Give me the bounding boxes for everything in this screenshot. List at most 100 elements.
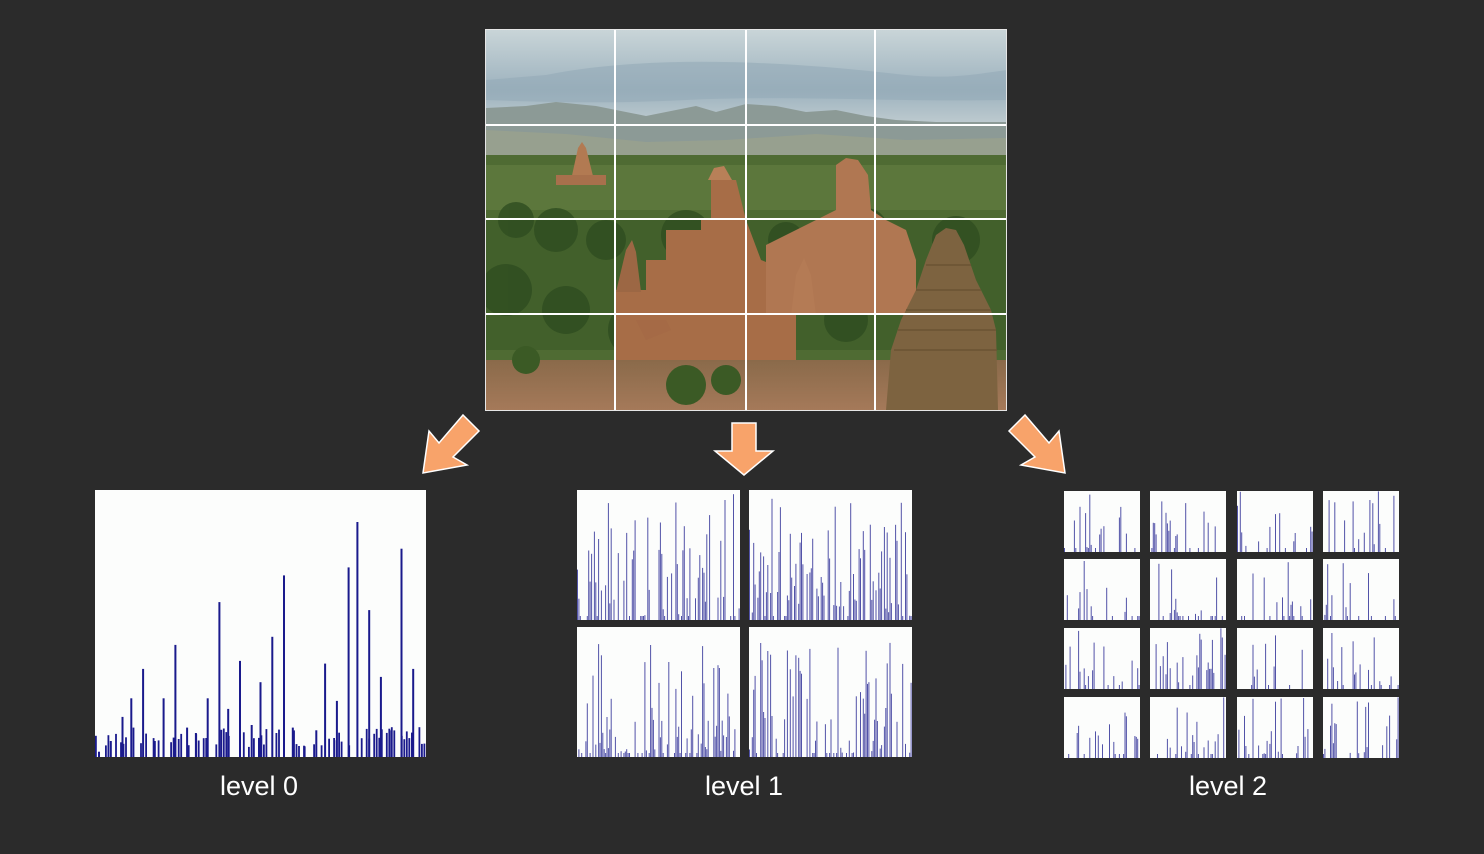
histogram-bar <box>896 721 898 757</box>
histogram-bar <box>733 494 734 620</box>
histogram-bar <box>1363 752 1365 758</box>
grid-line-horizontal <box>486 124 1006 126</box>
grid-line-vertical <box>874 30 876 410</box>
histogram-bar <box>890 693 892 757</box>
histogram-bar <box>1328 500 1330 552</box>
histogram-bar <box>661 553 663 620</box>
level2-histogram <box>1323 491 1399 552</box>
histogram-bar <box>876 721 878 757</box>
histogram-bar <box>647 517 649 620</box>
histogram-bar <box>778 552 780 620</box>
histogram-bar <box>197 740 200 757</box>
histogram-bar <box>598 539 600 620</box>
histogram-bar <box>1109 724 1110 758</box>
histogram-bar <box>1134 736 1136 758</box>
histogram-bar <box>860 692 861 757</box>
histogram-bar <box>634 721 636 757</box>
histogram-bar <box>1216 577 1218 620</box>
level2-histogram-chart <box>1068 712 1139 758</box>
level2-histogram <box>1150 559 1226 620</box>
histogram-bar <box>1365 706 1367 758</box>
histogram-bar <box>767 651 769 757</box>
histogram-bar <box>771 716 773 757</box>
histogram-bar <box>875 678 877 757</box>
histogram-bar <box>1066 595 1068 620</box>
histogram-bar <box>704 601 706 620</box>
histogram-bar <box>588 550 590 620</box>
histogram-bar <box>810 568 812 620</box>
histogram-bar <box>1168 530 1170 552</box>
histogram-bar <box>595 582 597 620</box>
histogram-bar <box>1118 754 1120 758</box>
histogram-bar <box>593 531 595 620</box>
histogram-bar <box>843 606 845 620</box>
level1-histogram-chart <box>578 644 736 757</box>
histogram-bar <box>910 616 912 620</box>
histogram-bar <box>1275 635 1276 689</box>
histogram-bar <box>585 741 587 757</box>
histogram-bar <box>606 717 608 757</box>
histogram-bar <box>1138 616 1140 620</box>
histogram-bar <box>658 549 660 620</box>
histogram-bar <box>784 719 786 757</box>
level1-histogram-chart <box>749 642 912 757</box>
histogram-bar <box>365 728 368 757</box>
histogram-bar <box>222 728 225 757</box>
histogram-bar <box>1294 533 1296 552</box>
histogram-bar <box>1166 523 1168 552</box>
histogram-bar <box>1334 502 1336 552</box>
histogram-bar <box>798 603 800 620</box>
histogram-bar <box>1092 616 1094 620</box>
histogram-bar <box>215 744 218 757</box>
histogram-bar <box>186 727 189 757</box>
histogram-bar <box>1211 754 1213 758</box>
histogram-bar <box>686 738 688 757</box>
histogram-bar <box>1214 526 1216 552</box>
histogram-bar <box>603 749 605 757</box>
histogram-bar <box>577 569 578 620</box>
histogram-bar <box>607 748 609 757</box>
histogram-bar <box>242 732 245 757</box>
histogram-bar <box>794 586 795 620</box>
histogram-bar <box>643 616 644 620</box>
histogram-bar <box>1197 667 1199 689</box>
histogram-bar <box>291 727 294 757</box>
histogram-bar <box>145 733 147 757</box>
histogram-bar <box>1275 701 1276 758</box>
source-photo <box>485 29 1007 411</box>
histogram-bar <box>1131 660 1133 689</box>
histogram-bar <box>1389 685 1391 689</box>
histogram-bar <box>867 683 868 757</box>
histogram-bar <box>405 731 408 757</box>
histogram-bar <box>1176 662 1178 689</box>
histogram-bar <box>749 529 750 620</box>
histogram-bar <box>855 696 857 757</box>
histogram-bar <box>1354 674 1355 689</box>
histogram-bar <box>1078 608 1080 620</box>
histogram-bar <box>328 738 330 757</box>
histogram-bar <box>624 751 626 757</box>
histogram-bar <box>896 540 898 620</box>
histogram-bar <box>205 738 208 757</box>
histogram-bar <box>623 580 625 620</box>
grid-line-horizontal <box>486 313 1006 315</box>
histogram-bar <box>1394 616 1396 620</box>
histogram-bar <box>1301 616 1303 620</box>
histogram-bar <box>721 720 723 757</box>
histogram-bar <box>1073 520 1075 552</box>
histogram-bar <box>874 719 876 757</box>
histogram-bar <box>1214 741 1216 758</box>
histogram-bar <box>770 593 772 620</box>
histogram-bar <box>771 498 773 620</box>
histogram-bar <box>738 608 740 620</box>
histogram-bar <box>681 616 682 620</box>
level2-histogram-chart <box>1327 633 1399 689</box>
histogram-bar <box>817 596 819 620</box>
histogram-bar <box>1266 740 1268 758</box>
histogram-bar <box>1162 656 1164 689</box>
histogram-bar <box>1220 628 1222 689</box>
histogram-bar <box>1176 534 1178 552</box>
histogram-bar <box>829 558 831 620</box>
histogram-bar <box>403 739 406 757</box>
histogram-bar <box>107 735 110 757</box>
